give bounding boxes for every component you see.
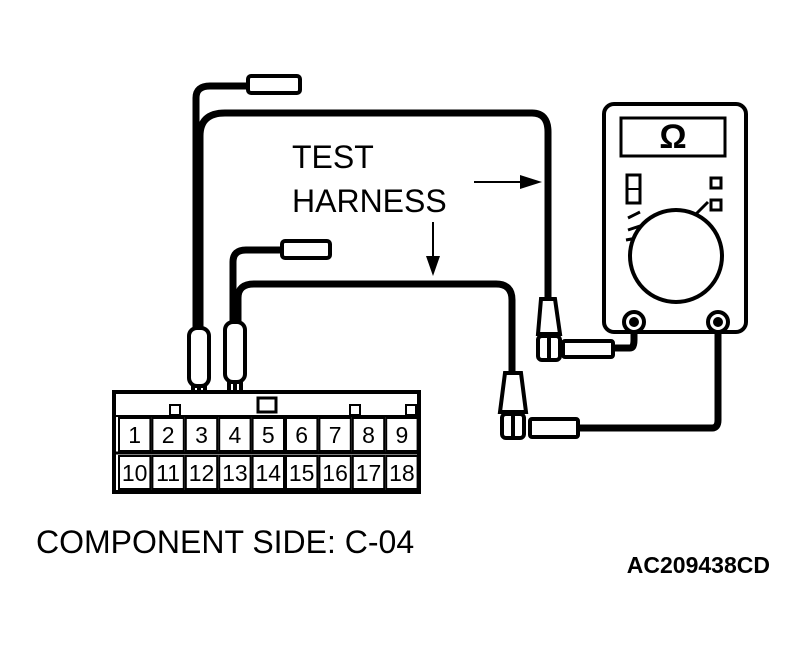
pin-cavity-11 bbox=[151, 455, 185, 490]
pin-cavity-2 bbox=[151, 417, 185, 452]
connector-row-top bbox=[118, 417, 419, 452]
wire-pin4-branch bbox=[229, 246, 286, 327]
pin-label-6: 6 bbox=[295, 422, 308, 448]
connector-c04 bbox=[112, 390, 421, 494]
meter-display bbox=[619, 116, 727, 158]
probe-plug-pin3 bbox=[187, 326, 211, 388]
test-probe-2 bbox=[497, 371, 580, 440]
figure-code: AC209438CD bbox=[627, 552, 770, 578]
pin-cavity-13 bbox=[218, 455, 252, 490]
pin-cavity-18 bbox=[385, 455, 419, 490]
connector-row-bottom bbox=[118, 455, 419, 490]
range-dial bbox=[628, 208, 724, 304]
pin-cavity-9 bbox=[385, 417, 419, 452]
pin-label-4: 4 bbox=[229, 422, 242, 448]
pin-cavity-5 bbox=[251, 417, 286, 452]
pin-label-16: 16 bbox=[322, 460, 348, 486]
pin-cavity-17 bbox=[351, 455, 386, 490]
connector-caption: COMPONENT SIDE: C-04 bbox=[36, 524, 414, 560]
ohm-symbol: Ω bbox=[659, 118, 686, 156]
pin-label-1: 1 bbox=[128, 422, 141, 448]
probe-2-lead bbox=[528, 417, 580, 439]
pin-cavity-12 bbox=[184, 455, 219, 490]
pin-label-15: 15 bbox=[289, 460, 315, 486]
pin-label-14: 14 bbox=[256, 460, 282, 486]
probe-2-body bbox=[497, 371, 529, 414]
wire-pin3-branch bbox=[192, 82, 252, 334]
test-harness-wires bbox=[192, 82, 722, 432]
wire-probe2-to-meter bbox=[574, 321, 722, 432]
ohmmeter: Ω bbox=[602, 102, 748, 334]
pigtail-terminals bbox=[246, 74, 332, 260]
pin-label-9: 9 bbox=[396, 422, 409, 448]
pin-cavity-7 bbox=[318, 417, 352, 452]
pin-label-13: 13 bbox=[222, 460, 248, 486]
pin-cavity-16 bbox=[318, 455, 352, 490]
pin-label-17: 17 bbox=[356, 460, 382, 486]
pigtail-terminal-upper bbox=[246, 74, 302, 95]
test-harness-label-line1: TEST bbox=[292, 139, 374, 175]
pin-label-11: 11 bbox=[156, 460, 180, 486]
pin-cavity-1 bbox=[118, 417, 152, 452]
pin-cavity-3 bbox=[184, 417, 219, 452]
pin-label-18: 18 bbox=[389, 460, 415, 486]
probe-1-body bbox=[535, 297, 563, 336]
pin-cavity-8 bbox=[351, 417, 386, 452]
wire-pin3-to-meter-positive bbox=[196, 109, 552, 334]
test-probe-1 bbox=[535, 297, 615, 362]
pin-cavity-15 bbox=[285, 455, 319, 490]
wire-probe1-to-meter bbox=[608, 321, 638, 352]
pin-label-8: 8 bbox=[362, 422, 375, 448]
pin-label-3: 3 bbox=[195, 422, 208, 448]
pin-label-12: 12 bbox=[189, 460, 215, 486]
pin-label-7: 7 bbox=[329, 422, 342, 448]
pin-cavity-4 bbox=[218, 417, 252, 452]
pin-cavity-14 bbox=[251, 455, 286, 490]
pin-cavity-6 bbox=[285, 417, 319, 452]
pin-label-5: 5 bbox=[262, 422, 275, 448]
pin-cavity-10 bbox=[118, 455, 152, 490]
probe-plug-pin4 bbox=[223, 320, 247, 384]
connector-latch bbox=[256, 396, 278, 414]
meter-jacks bbox=[622, 310, 730, 334]
wire-pin4-to-meter-negative bbox=[234, 280, 516, 376]
pigtail-terminal-lower bbox=[280, 239, 332, 260]
test-harness-label-line2: HARNESS bbox=[292, 183, 447, 219]
pin-label-2: 2 bbox=[162, 422, 175, 448]
probe-1-lead bbox=[561, 339, 615, 359]
pin-label-10: 10 bbox=[122, 460, 148, 486]
leader-arrows bbox=[426, 175, 542, 276]
meter-range-indicators bbox=[625, 173, 723, 212]
